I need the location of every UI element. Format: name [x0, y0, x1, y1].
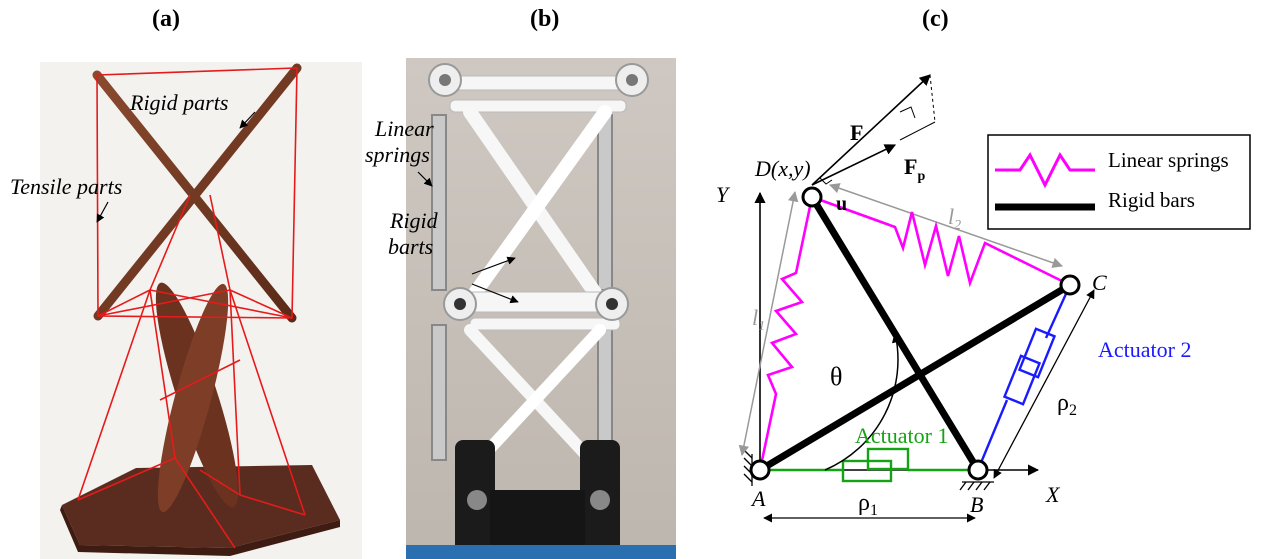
- l2-dimension: [829, 183, 1063, 268]
- unit-vector-u-label: u: [836, 193, 847, 215]
- panel-label-c: (c): [922, 6, 949, 32]
- force-F-vector: [811, 74, 931, 186]
- wooden-base: [62, 465, 340, 548]
- rigid-bar-AC: [756, 281, 1074, 474]
- point-A-label: A: [750, 486, 766, 511]
- rigid-bar: [463, 105, 612, 307]
- rho2-dimension: [993, 289, 1095, 479]
- actuator-2: [976, 284, 1072, 471]
- joint-A: [749, 459, 771, 481]
- theta-arc: [824, 331, 903, 471]
- force-Fp-label: Fp: [904, 154, 925, 184]
- legend-bars-label: Rigid bars: [1108, 188, 1195, 212]
- linear-springs-annotation-line2: springs: [365, 142, 430, 167]
- joint-D: [801, 186, 823, 208]
- legend-springs-label: Linear springs: [1108, 148, 1229, 172]
- force-F-label: F: [850, 120, 863, 145]
- linear-springs-annotation-line1: Linear: [374, 116, 434, 141]
- x-axis-label: X: [1045, 482, 1061, 507]
- joint-B: [967, 459, 989, 481]
- theta-label: θ: [830, 362, 842, 391]
- blue-rail: [406, 545, 676, 559]
- actuator-1: [760, 447, 978, 483]
- panel-a-photo: Rigid parts Tensile parts: [10, 62, 362, 559]
- panel-label-b: (b): [530, 6, 560, 32]
- rho1-label: ρ1: [858, 490, 878, 519]
- actuator-1-label: Actuator 1: [855, 423, 948, 448]
- point-C-label: C: [1092, 270, 1107, 295]
- spring-l1: [758, 196, 814, 471]
- force-Fp-vector: [811, 144, 897, 186]
- l2-label: l2: [948, 204, 961, 233]
- rigid-strut: [93, 63, 302, 321]
- spring-l2: [811, 195, 1071, 288]
- ground-hatch-B: [959, 481, 994, 491]
- panel-label-a: (a): [152, 6, 180, 32]
- joint-C: [1059, 274, 1081, 296]
- point-B-label: B: [970, 492, 983, 517]
- rigid-lens: [157, 283, 229, 513]
- rigid-parts-annotation: Rigid parts: [129, 90, 228, 115]
- rho2-label: ρ2: [1057, 390, 1077, 419]
- y-axis-label: Y: [716, 182, 731, 207]
- l1-dimension: [738, 190, 799, 457]
- point-D-label: D(x,y): [754, 156, 811, 181]
- l1-label: l1: [752, 305, 765, 334]
- panel-b-photo: Linear springs Rigid barts: [365, 58, 676, 559]
- rigid-bars-annotation-line2: barts: [388, 234, 433, 259]
- linear-springs: [431, 114, 613, 461]
- tensile-parts-annotation: Tensile parts: [10, 174, 122, 199]
- tensile-strings: [77, 67, 306, 549]
- panel-c-diagram: Linear springs Rigid bars Y X: [716, 74, 1251, 523]
- actuator-2-label: Actuator 2: [1098, 337, 1191, 362]
- rigid-bars-annotation-line1: Rigid: [389, 208, 439, 233]
